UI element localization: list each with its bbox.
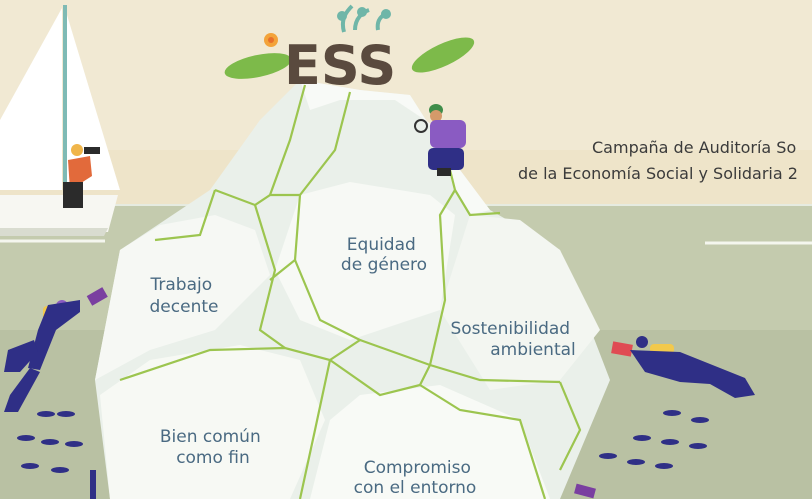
campaign-title-line2: de la Economía Social y Solidaria 2 [518,164,798,183]
left-diver-figure [4,287,108,412]
campaign-title-line1: Campaña de Auditoría So [592,138,796,157]
right-diver-figure [611,336,755,398]
fish-school-right [599,410,709,469]
iceberg [95,80,610,499]
label-equidad-de-genero: Equidad de género [341,235,427,275]
photographer-figure [63,144,100,208]
logo-text: ESS [284,34,396,97]
fish-school-left [17,411,83,473]
sailboat [0,5,120,236]
label-sostenibilidad-ambiental: Sostenibilidad ambiental [450,319,575,360]
label-compromiso-con-el-entorno: Compromiso con el entorno [354,458,477,498]
ess-logo: ESS [224,4,475,97]
explorer-figure [414,104,466,176]
label-bien-comun-como-fin: Bien común como fin [160,427,266,468]
bottom-objects [90,470,596,499]
label-trabajo-decente: Trabajo decente [149,275,218,317]
